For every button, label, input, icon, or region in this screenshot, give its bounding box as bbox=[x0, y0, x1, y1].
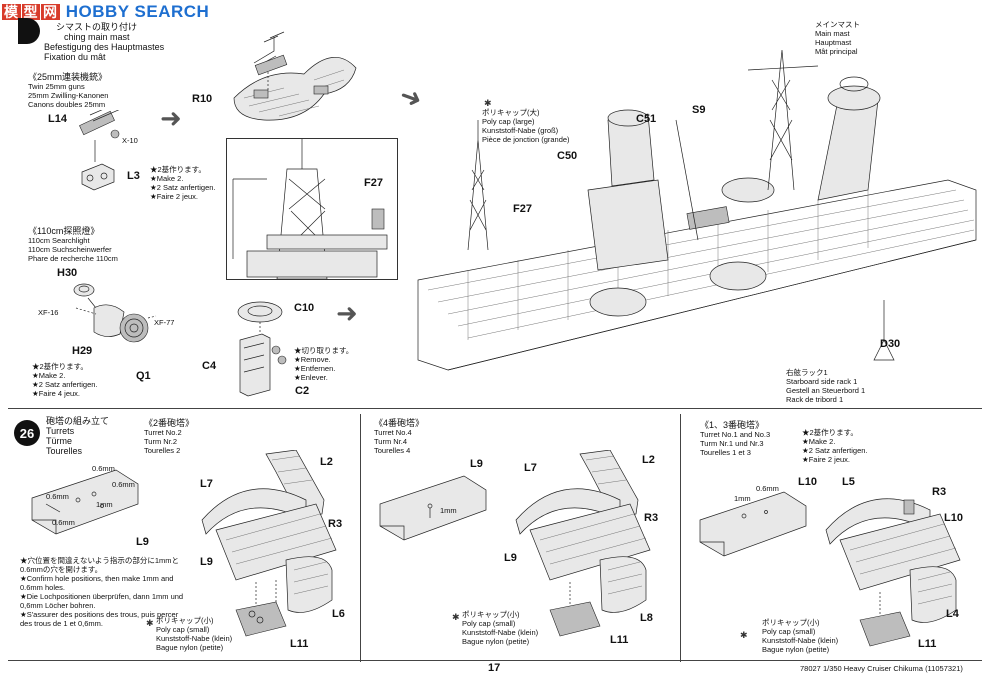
part-L11-t2: L11 bbox=[290, 638, 309, 650]
part-L5-t13: L5 bbox=[842, 476, 855, 488]
part-D30: D30 bbox=[880, 338, 901, 350]
ship-hull-drawing bbox=[417, 49, 977, 371]
watermark: 模型网 HOBBY SEARCH bbox=[2, 2, 210, 21]
searchlight-caption: 《110cm探照燈》 110cm Searchlight 110cm Suchs… bbox=[28, 226, 118, 263]
step-25-title: シマストの取り付け ching main mast Befestigung de… bbox=[44, 22, 165, 62]
turret2-assembly-drawing bbox=[201, 450, 337, 637]
part-C4: C4 bbox=[202, 360, 217, 372]
part-C10: C10 bbox=[294, 302, 315, 314]
part-L2-t4: L2 bbox=[642, 454, 655, 466]
dim-1-t13: 1mm bbox=[734, 494, 751, 503]
make2-caption-searchlight: ★2基作ります。 ★Make 2. ★2 Satz anfertigen. ★F… bbox=[32, 362, 98, 398]
main-mast-caption: メインマスト Main mast Hauptmast Mât principal bbox=[815, 20, 860, 56]
part-S9: S9 bbox=[692, 104, 706, 116]
part-H29: H29 bbox=[72, 345, 93, 357]
part-R3-t13: R3 bbox=[932, 486, 947, 498]
step-divider bbox=[8, 408, 982, 409]
part-X10: X-10 bbox=[122, 136, 138, 145]
part-L9-t2-base: L9 bbox=[136, 536, 149, 548]
turret13-assembly-drawing bbox=[825, 498, 961, 647]
part-L2-t2: L2 bbox=[320, 456, 333, 468]
dim-06-c: 0.6mm bbox=[52, 518, 75, 527]
gun-assembly-drawing bbox=[79, 110, 120, 191]
part-L10-t13-base: L10 bbox=[798, 476, 817, 488]
part-L7-t4: L7 bbox=[524, 462, 537, 474]
part-L7-t2: L7 bbox=[200, 478, 213, 490]
panel-divider-2 bbox=[680, 414, 681, 662]
step-25-number bbox=[18, 18, 40, 44]
part-C50: C50 bbox=[557, 150, 578, 162]
part-L9-t2: L9 bbox=[200, 556, 213, 568]
polycap-small-icon-1: ✱ bbox=[146, 618, 154, 628]
part-R3-t2: R3 bbox=[328, 518, 343, 530]
remove-caption: ★切り取ります。 ★Remove. ★Entfernen. ★Enlever. bbox=[294, 346, 354, 382]
dim-06-d: 0.6mm bbox=[112, 480, 135, 489]
holes-caption: ★穴位置を間違えないよう指示の部分に1mmと 0.6mmの穴を開けます。 ★Co… bbox=[20, 556, 184, 628]
polycap-small-icon-2: ✱ bbox=[452, 612, 460, 622]
part-XF77: XF-77 bbox=[154, 318, 175, 327]
part-R3-t4: R3 bbox=[644, 512, 659, 524]
part-L8-t4: L8 bbox=[640, 612, 653, 624]
guns-caption: 《25mm連装機銃》 Twin 25mm guns 25mm Zwilling-… bbox=[28, 72, 109, 109]
dim-06-b: 0.6mm bbox=[46, 492, 69, 501]
part-C2: C2 bbox=[295, 385, 310, 397]
step-26-number: 26 bbox=[14, 420, 40, 446]
arrow-to-ship: ➜ bbox=[336, 298, 358, 328]
searchlight-drawing bbox=[73, 283, 157, 343]
polycap-small-caption-1: ポリキャップ(小) Poly cap (small) Kunststoff-Na… bbox=[156, 616, 233, 652]
turret2-base-drawing bbox=[31, 469, 139, 535]
part-R10: R10 bbox=[192, 93, 213, 105]
part-L6-t2: L6 bbox=[332, 608, 345, 620]
dim-1-t4: 1mm bbox=[440, 506, 457, 515]
part-XF16: XF-16 bbox=[38, 308, 59, 317]
dim-1-a: 1mm bbox=[96, 500, 113, 509]
side-rack-caption: 右舷ラック1 Starboard side rack 1 Gestell an … bbox=[786, 368, 866, 404]
c-parts-drawing bbox=[237, 301, 287, 397]
dim-06-t13: 0.6mm bbox=[756, 484, 779, 493]
part-L14: L14 bbox=[48, 113, 67, 125]
arrow-r10: ➜ bbox=[160, 103, 182, 133]
part-C51: C51 bbox=[636, 113, 657, 125]
turret13-base-drawing bbox=[699, 491, 807, 557]
turret4-base-drawing bbox=[379, 475, 487, 541]
make2-caption-turret: ★2基作ります。 ★Make 2. ★2 Satz anfertigen. ★F… bbox=[802, 428, 868, 464]
footer-line bbox=[8, 660, 982, 661]
part-F27-ship: F27 bbox=[513, 203, 532, 215]
make2-caption-guns: ★2基作ります。 ★Make 2. ★2 Satz anfertigen. ★F… bbox=[150, 165, 216, 201]
part-F27-inset: F27 bbox=[364, 177, 383, 189]
part-L10-t13: L10 bbox=[944, 512, 963, 524]
part-Q1: Q1 bbox=[136, 370, 151, 382]
part-L11-t4: L11 bbox=[610, 634, 629, 646]
platform-drawing bbox=[233, 31, 357, 121]
panel-divider-1 bbox=[360, 414, 361, 662]
polycap-large-caption: ポリキャップ(大) Poly cap (large) Kunststoff-Na… bbox=[482, 108, 570, 144]
turret4-assembly-drawing bbox=[515, 450, 651, 637]
turret13-caption: 《1、3番砲塔》 Turret No.1 and No.3 Turm Nr.1 … bbox=[700, 420, 771, 457]
part-H30: H30 bbox=[57, 267, 78, 279]
polycap-icon: ✱ bbox=[484, 98, 492, 108]
part-L9-t4-base: L9 bbox=[470, 458, 483, 470]
mast-detail-drawing bbox=[232, 139, 388, 279]
dim-06-a: 0.6mm bbox=[92, 464, 115, 473]
part-L4-t13: L4 bbox=[946, 608, 959, 620]
footer-info: 78027 1/350 Heavy Cruiser Chikuma (11057… bbox=[800, 664, 963, 673]
part-L3: L3 bbox=[127, 170, 140, 182]
polycap-small-caption-3: ポリキャップ(小) Poly cap (small) Kunststoff-Na… bbox=[762, 618, 839, 654]
polycap-small-caption-2: ポリキャップ(小) Poly cap (small) Kunststoff-Na… bbox=[462, 610, 539, 646]
polycap-small-icon-3: ✱ bbox=[740, 630, 748, 640]
step-26-title: 砲塔の組み立て Turrets Türme Tourelles bbox=[46, 416, 110, 456]
turret4-caption: 《4番砲塔》 Turret No.4 Turm Nr.4 Tourelles 4 bbox=[374, 418, 425, 455]
part-L11-t13: L11 bbox=[918, 638, 937, 650]
page-number: 17 bbox=[488, 662, 501, 674]
part-L9-t4: L9 bbox=[504, 552, 517, 564]
mast-detail-inset bbox=[226, 138, 398, 280]
turret2-caption: 《2番砲塔》 Turret No.2 Turm Nr.2 Tourelles 2 bbox=[144, 418, 195, 455]
